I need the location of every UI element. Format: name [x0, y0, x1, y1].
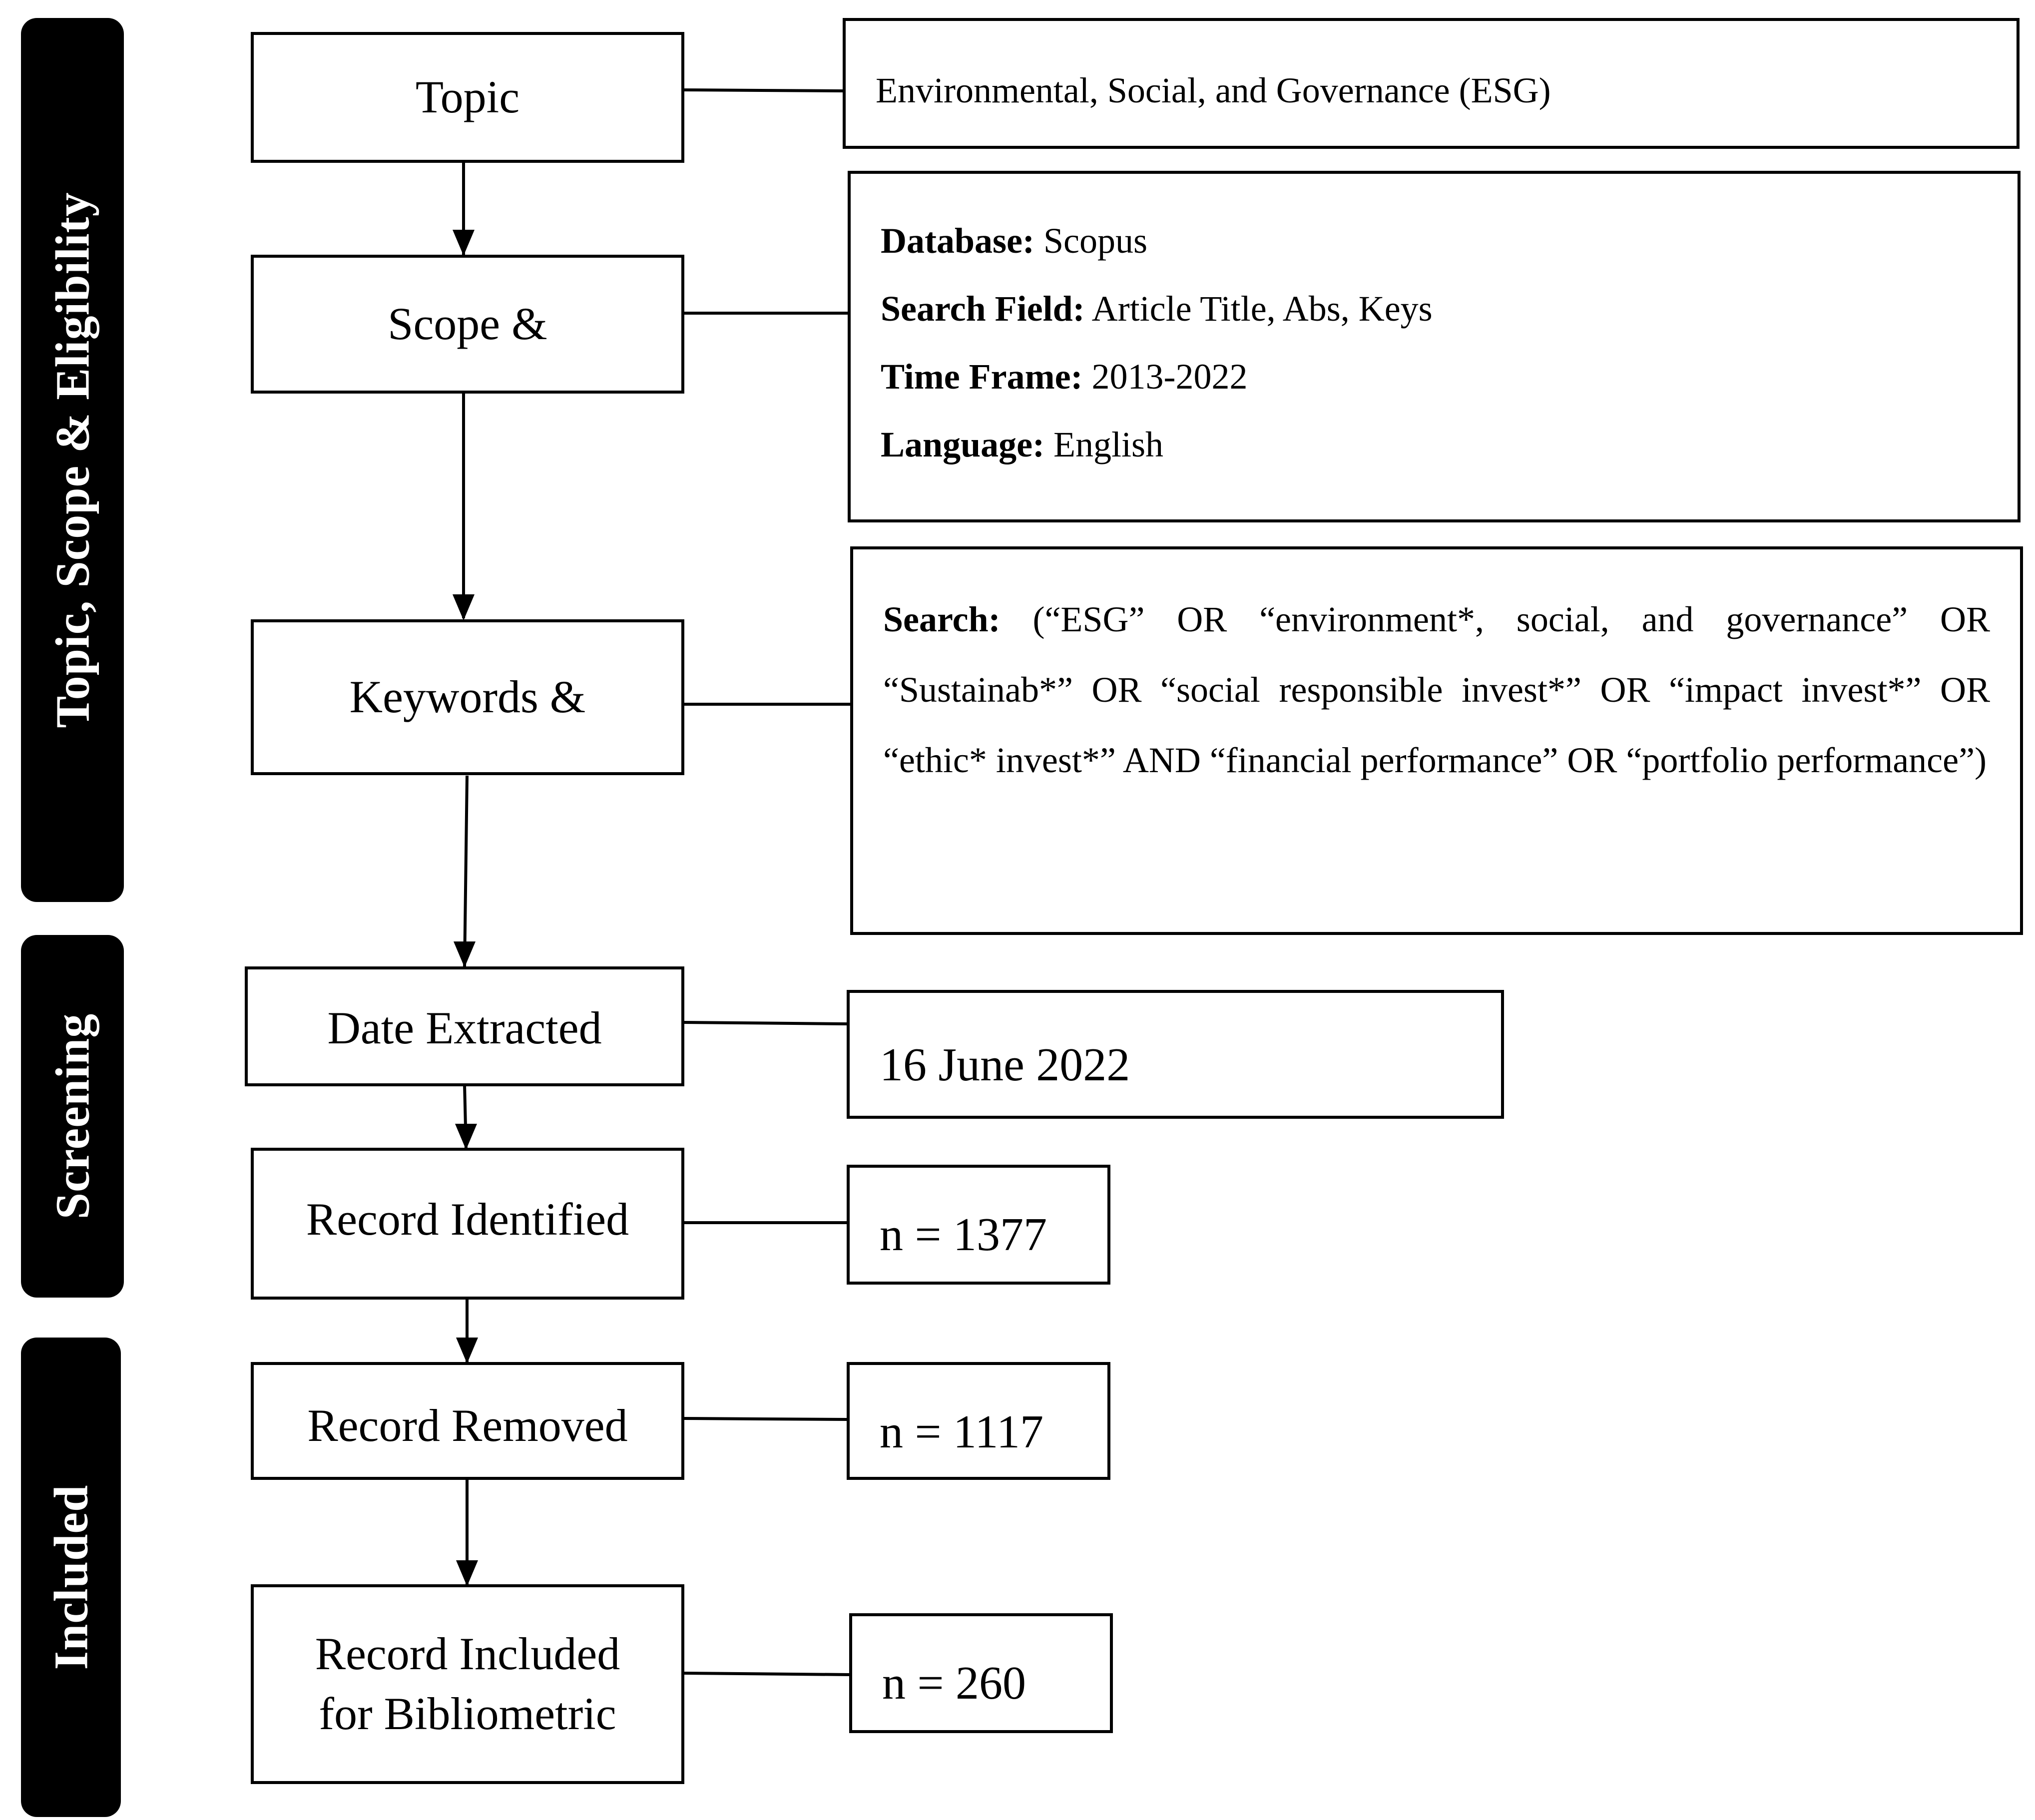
step-record-removed-label: Record Removed [307, 1400, 628, 1451]
search-field-value: Article Title, Abs, Keys [1091, 289, 1433, 329]
arrowhead-included [456, 1560, 478, 1586]
step-date-extracted-label: Date Extracted [327, 1002, 602, 1054]
record-included-value: n = 260 [882, 1657, 1026, 1709]
time-frame-label: Time Frame: [881, 357, 1083, 397]
detail-topic: Environmental, Social, and Governance (E… [843, 18, 2020, 149]
database-label: Database: [881, 221, 1034, 261]
step-topic: Topic [251, 32, 684, 163]
step-record-included-line1: Record Included [315, 1628, 620, 1680]
record-identified-value: n = 1377 [880, 1209, 1047, 1261]
step-record-removed: Record Removed [251, 1362, 684, 1480]
time-frame-value: 2013-2022 [1091, 357, 1248, 397]
detail-language-row: Language: English [881, 411, 1433, 478]
search-query: (“ESG” OR “environment*, social, and gov… [883, 599, 1991, 780]
detail-scope: Database: Scopus Search Field: Article T… [848, 171, 2021, 522]
detail-topic-text: Environmental, Social, and Governance (E… [876, 70, 1551, 110]
step-record-included-line2: for Bibliometric [319, 1688, 616, 1739]
detail-record-removed: n = 1117 [847, 1362, 1110, 1480]
step-keywords-label: Keywords & [349, 671, 586, 723]
connector-removed [684, 1417, 847, 1421]
connector-included [684, 1672, 850, 1676]
phase-label-screening: Screening [21, 935, 124, 1298]
phase-label-identification: Topic, Scope & Eligibility [21, 18, 124, 902]
arrowhead-removed [456, 1338, 478, 1364]
connector-date [684, 1021, 847, 1025]
arrowhead-identified [455, 1124, 477, 1150]
step-record-identified: Record Identified [251, 1148, 684, 1300]
step-keywords: Keywords & [251, 619, 684, 775]
arrow-keywords-to-date [463, 775, 469, 967]
language-label: Language: [881, 425, 1045, 464]
step-record-included: Record Included for Bibliometric [251, 1584, 684, 1784]
search-query-text: Search: (“ESG” OR “environment*, social,… [883, 584, 1990, 796]
step-date-extracted: Date Extracted [245, 966, 684, 1086]
phase-label-included: Included [21, 1338, 121, 1817]
search-field-label: Search Field: [881, 289, 1085, 329]
date-extracted-value: 16 June 2022 [880, 1039, 1130, 1091]
language-value: English [1053, 425, 1164, 464]
search-label: Search: [883, 599, 1001, 639]
record-removed-value: n = 1117 [880, 1406, 1044, 1458]
detail-time-frame-row: Time Frame: 2013-2022 [881, 343, 1433, 411]
arrowhead-scope [453, 230, 475, 256]
detail-search-field-row: Search Field: Article Title, Abs, Keys [881, 275, 1433, 343]
connector-topic [684, 88, 845, 92]
arrowhead-keywords [453, 594, 475, 620]
detail-record-included: n = 260 [849, 1613, 1113, 1733]
step-record-identified-label: Record Identified [306, 1194, 629, 1245]
detail-date-extracted: 16 June 2022 [847, 990, 1504, 1119]
step-scope-label: Scope & [388, 298, 547, 350]
detail-search: Search: (“ESG” OR “environment*, social,… [850, 546, 2023, 935]
detail-record-identified: n = 1377 [847, 1165, 1110, 1285]
step-scope: Scope & [251, 255, 684, 394]
step-topic-label: Topic [415, 71, 520, 123]
arrowhead-date [454, 941, 476, 967]
database-value: Scopus [1043, 221, 1147, 261]
detail-database-row: Database: Scopus [881, 207, 1433, 275]
